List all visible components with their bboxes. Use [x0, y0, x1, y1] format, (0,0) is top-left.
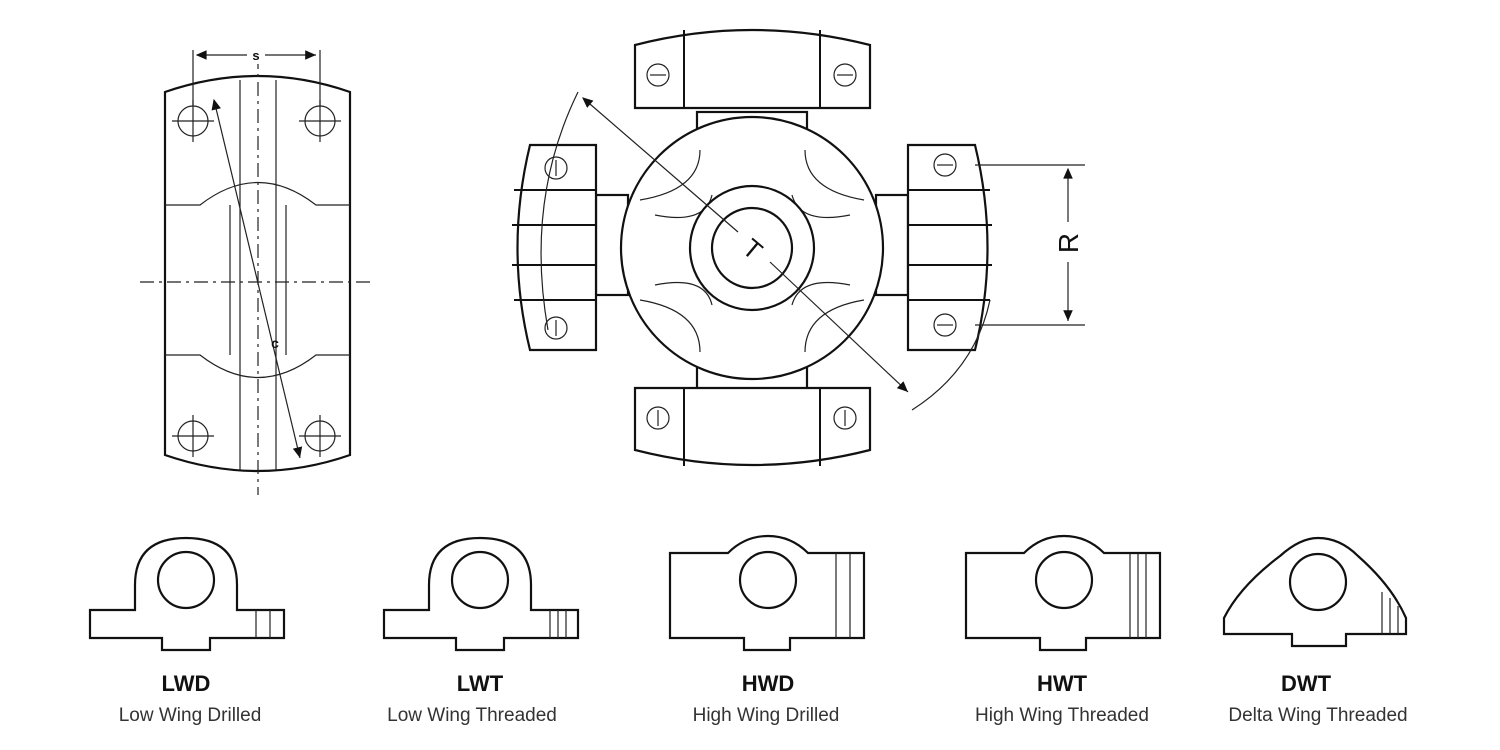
- dimension-s: s: [192, 46, 321, 106]
- wing-type-captions: LWD Low Wing Drilled LWT Low Wing Thread…: [119, 671, 1408, 726]
- wing-type-description: Low Wing Threaded: [387, 705, 557, 726]
- bearing-cap-side-view: s c: [140, 46, 375, 495]
- bearing-cap-right: [906, 143, 992, 352]
- wing-type-code: LWT: [457, 671, 504, 696]
- dimension-c-label: c: [271, 335, 279, 351]
- wing-type-description: Low Wing Drilled: [119, 705, 262, 726]
- wing-type-dwt: [1222, 536, 1408, 648]
- bolt-hole-bottom-right: [299, 415, 341, 457]
- wing-type-lwt: [382, 536, 580, 652]
- wing-type-code: DWT: [1281, 671, 1332, 696]
- wing-type-description: High Wing Drilled: [693, 705, 840, 726]
- bolt-hole-bottom-left: [172, 415, 214, 457]
- bearing-cap-top: [633, 28, 872, 110]
- wing-type-hwd: [668, 534, 866, 652]
- dimension-c: c: [211, 98, 303, 459]
- wing-type-description: High Wing Threaded: [975, 705, 1149, 726]
- wing-type-code: HWT: [1037, 671, 1088, 696]
- wing-type-code: LWD: [162, 671, 211, 696]
- wing-type-description: Delta Wing Threaded: [1228, 705, 1407, 726]
- bearing-cap-bottom: [633, 386, 872, 467]
- wing-type-code: HWD: [742, 671, 795, 696]
- dimension-r: R: [975, 164, 1085, 326]
- dimension-r-label: R: [1053, 233, 1084, 253]
- universal-joint-cross-view: T R: [512, 28, 1085, 467]
- dimension-s-label: s: [252, 48, 259, 63]
- wing-type-lwd: [88, 536, 286, 652]
- wing-type-hwt: [964, 534, 1162, 652]
- bearing-cap-left: [512, 143, 598, 352]
- cross-hub-inner: [710, 206, 794, 290]
